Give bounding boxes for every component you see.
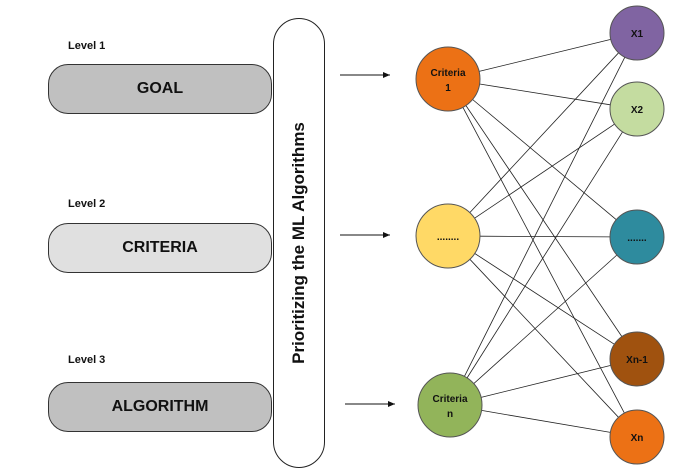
criteria-node-1-label: Criteria <box>430 68 465 79</box>
connection-line <box>473 254 618 384</box>
criteria-node-n-label: Criteria <box>432 394 467 405</box>
alternative-node-x2: X2 <box>609 81 665 137</box>
criteria-node-middle: ........ <box>415 203 481 269</box>
alternative-node-x2-label: X2 <box>631 105 644 116</box>
connection-line <box>479 83 611 106</box>
connection-line <box>466 131 623 379</box>
criteria-box: CRITERIA <box>48 223 272 273</box>
criteria-node-n-letter: n <box>447 409 453 420</box>
level-1-label: Level 1 <box>68 40 106 52</box>
level-2-label: Level 2 <box>68 198 106 210</box>
alternative-node-xn: Xn <box>609 409 665 465</box>
alternative-node-xn-label: Xn <box>631 433 644 444</box>
connection-line <box>474 253 615 345</box>
alternative-node-x1: X1 <box>609 5 665 61</box>
alternative-node-middle-label: ....... <box>627 233 647 244</box>
connection-line <box>464 56 626 377</box>
connection-lines <box>462 39 626 433</box>
criteria-node-1-number: 1 <box>445 83 451 94</box>
algorithm-box: ALGORITHM <box>48 382 272 432</box>
connection-line <box>472 99 617 221</box>
criteria-node-1: Criteria 1 <box>415 46 481 112</box>
connection-line <box>479 235 611 238</box>
level-3-label: Level 3 <box>68 354 106 366</box>
connection-line <box>481 410 611 433</box>
connection-line <box>465 105 623 337</box>
connection-line <box>469 259 619 418</box>
prioritizing-banner <box>273 18 325 468</box>
alternative-node-xn-1: Xn-1 <box>609 331 665 387</box>
alternative-node-xn-1-label: Xn-1 <box>626 355 648 366</box>
criteria-node-n: Criteria n <box>417 372 483 438</box>
goal-box: GOAL <box>48 64 272 114</box>
connection-line <box>479 39 611 72</box>
connection-line <box>469 52 619 213</box>
connection-line <box>474 123 615 219</box>
alternative-node-x1-label: X1 <box>631 29 644 40</box>
alternative-node-middle: ....... <box>609 209 665 265</box>
criteria-node-middle-label: ........ <box>437 232 459 243</box>
connection-line <box>462 107 625 414</box>
connection-line <box>481 365 611 398</box>
